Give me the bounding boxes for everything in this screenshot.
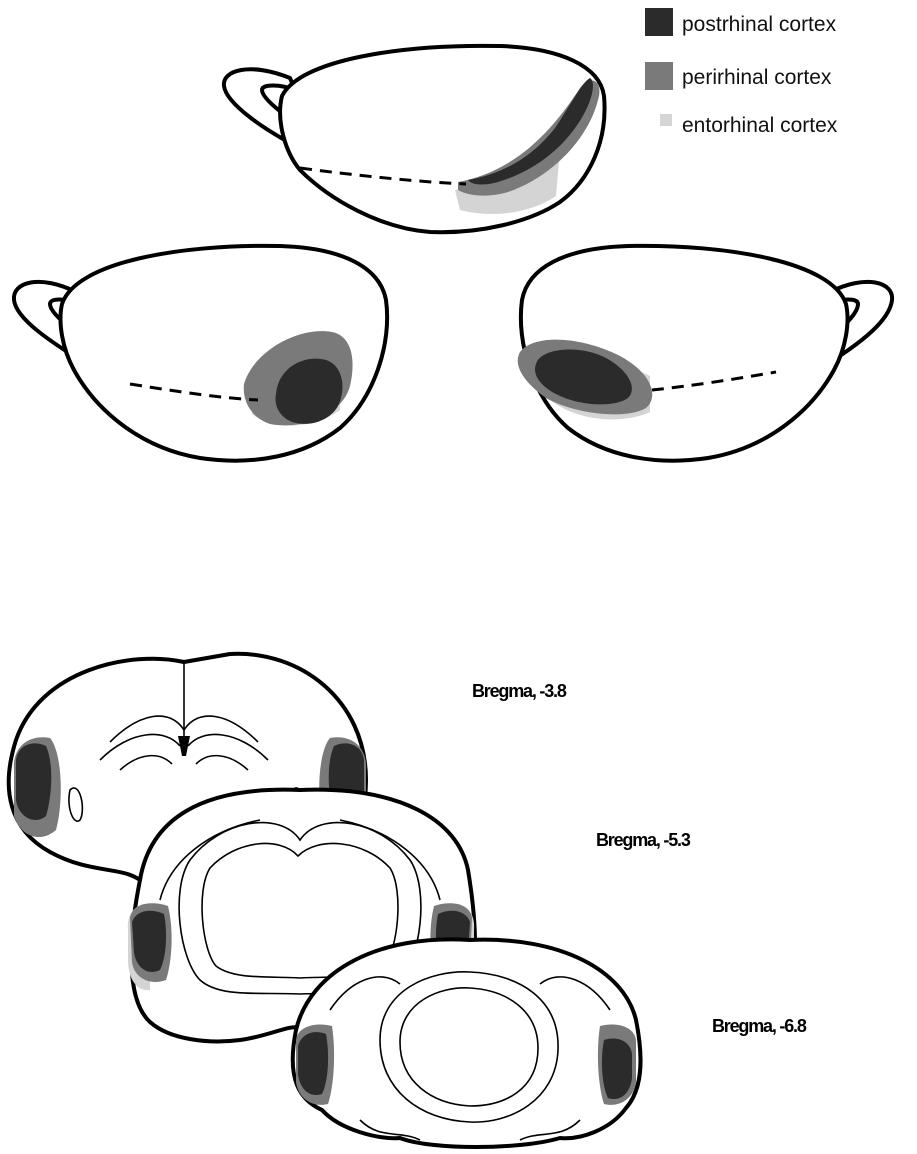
perirhinal-swatch (645, 62, 673, 90)
legend-label-entorhinal: entorhinal cortex (682, 114, 838, 137)
postrhinal-right-3 (602, 1039, 632, 1099)
entorhinal-swatch (660, 114, 672, 126)
legend-label-postrhinal: postrhinal cortex (682, 13, 837, 36)
bregma-label-3: Bregma, -6.8 (712, 1016, 807, 1036)
legend: postrhinal cortex perirhinal cortex ento… (645, 8, 838, 137)
brain-lateral-right (518, 246, 892, 461)
legend-item-postrhinal: postrhinal cortex (645, 8, 837, 36)
bregma-label-2: Bregma, -5.3 (596, 830, 691, 850)
legend-item-entorhinal: entorhinal cortex (660, 114, 838, 137)
brain-lateral-left (14, 246, 387, 461)
postrhinal-left-1 (16, 743, 51, 820)
legend-label-perirhinal: perirhinal cortex (682, 66, 832, 89)
postrhinal-swatch (645, 8, 673, 36)
postrhinal-left-3 (298, 1032, 328, 1095)
brain-lateral-top (224, 46, 605, 232)
legend-item-perirhinal: perirhinal cortex (645, 62, 832, 90)
section-outline-3 (293, 939, 641, 1147)
bregma-label-1: Bregma, -3.8 (472, 681, 567, 701)
coronal-section-3: Bregma, -6.8 (293, 939, 807, 1147)
